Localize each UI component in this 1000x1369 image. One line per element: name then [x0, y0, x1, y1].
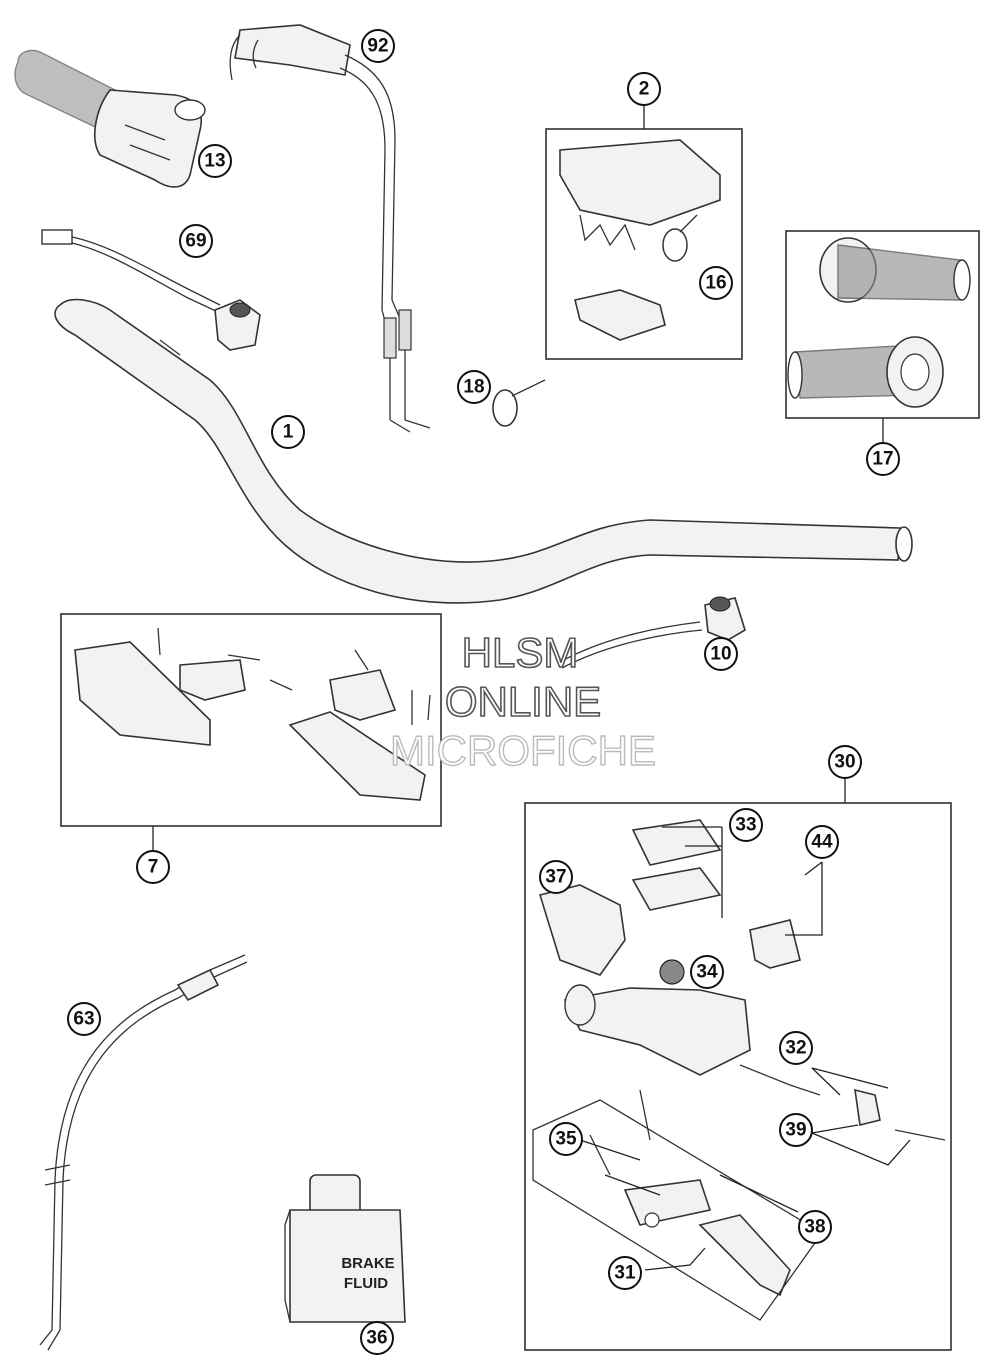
svg-text:39: 39 [785, 1120, 806, 1141]
callout-2: 2 [627, 72, 661, 106]
callout-1: 1 [271, 415, 305, 449]
group-box-hand-guards [60, 613, 442, 827]
svg-text:2: 2 [639, 79, 650, 100]
watermark-line2: ONLINE [445, 678, 601, 725]
svg-text:30: 30 [834, 752, 855, 773]
callout-13: 13 [198, 144, 232, 178]
callout-34: 34 [690, 955, 724, 989]
watermark-line1: HLSM [462, 629, 579, 676]
callout-36: 36 [360, 1321, 394, 1355]
callout-63: 63 [67, 1002, 101, 1036]
throttle-cables [229, 24, 431, 433]
callout-35: 35 [549, 1122, 583, 1156]
svg-text:18: 18 [463, 377, 484, 398]
svg-text:35: 35 [555, 1129, 577, 1150]
callout-39: 39 [779, 1113, 813, 1147]
svg-text:7: 7 [148, 857, 159, 878]
svg-text:17: 17 [872, 449, 893, 470]
brake-fluid-label-line2: FLUID [344, 1275, 388, 1292]
callout-37: 37 [539, 860, 573, 894]
svg-text:10: 10 [710, 644, 731, 665]
callout-38: 38 [798, 1210, 832, 1244]
callout-leaders-30 [579, 826, 911, 1271]
callout-33: 33 [729, 808, 763, 842]
throttle-grip-assembly [14, 49, 206, 188]
hand-guards [74, 627, 431, 801]
svg-text:13: 13 [204, 151, 225, 172]
svg-text:1: 1 [283, 422, 294, 443]
callout-69: 69 [179, 224, 213, 258]
callout-18: 18 [457, 370, 491, 404]
start-button [559, 596, 746, 669]
svg-text:63: 63 [73, 1009, 94, 1030]
svg-text:16: 16 [705, 273, 726, 294]
svg-text:37: 37 [545, 867, 566, 888]
watermark-line3: MICROFICHE [390, 727, 656, 774]
brake-fluid-label-line1: BRAKE [341, 1255, 394, 1272]
callout-30: 30 [828, 745, 862, 779]
handlebar-pad [559, 139, 721, 341]
group-box-brake-master-cylinder [524, 802, 952, 1351]
cable-tie-18 [492, 379, 546, 427]
grips [787, 237, 971, 408]
svg-text:32: 32 [785, 1038, 806, 1059]
svg-text:44: 44 [811, 832, 833, 853]
svg-text:38: 38 [804, 1217, 825, 1238]
handlebar [54, 298, 913, 604]
callout-44: 44 [805, 825, 839, 859]
svg-text:92: 92 [367, 36, 388, 57]
callout-17: 17 [866, 442, 900, 476]
callout-16: 16 [699, 266, 733, 300]
brake-master-cylinder [538, 819, 946, 1297]
hot-start-cable [39, 954, 248, 1351]
svg-text:34: 34 [696, 962, 718, 983]
svg-text:33: 33 [735, 815, 756, 836]
cable-tie-16 [662, 214, 698, 262]
svg-text:31: 31 [614, 1263, 636, 1284]
svg-text:36: 36 [366, 1328, 387, 1349]
callout-7: 7 [136, 850, 170, 884]
callout-10: 10 [704, 637, 738, 671]
svg-text:69: 69 [185, 231, 206, 252]
callout-32: 32 [779, 1031, 813, 1065]
inner-box-lever [532, 1099, 823, 1321]
callout-92: 92 [361, 29, 395, 63]
brake-fluid-bottle [284, 1174, 406, 1323]
callout-31: 31 [608, 1256, 642, 1290]
kill-switch [41, 229, 261, 351]
